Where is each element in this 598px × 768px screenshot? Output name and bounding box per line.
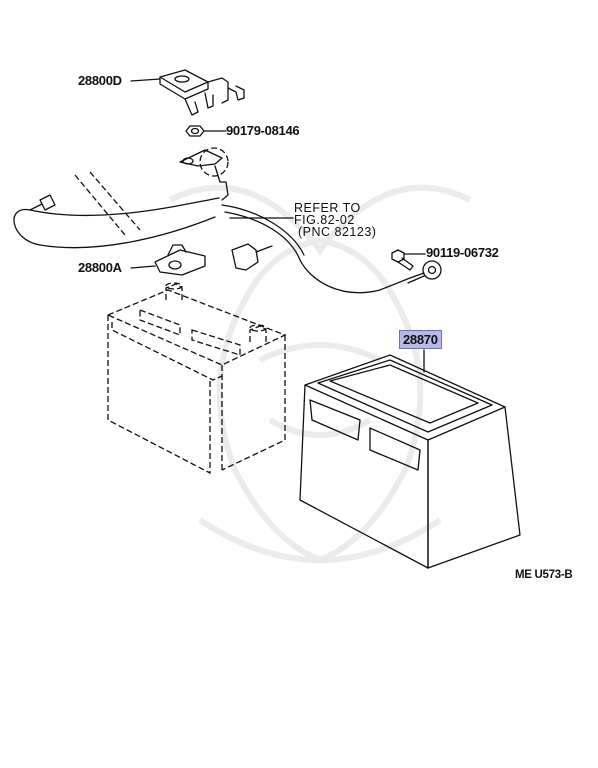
leader-terminal [130, 265, 156, 269]
label-terminal-part: 28800A [78, 260, 122, 275]
watermark-logo [168, 184, 472, 564]
label-bolt-part: 90119-06732 [426, 245, 499, 260]
leader-clamp [130, 78, 161, 82]
nut [185, 125, 205, 137]
battery-clamp [159, 69, 245, 116]
bolt [391, 249, 414, 271]
refer-line-2: FIG.82-02 [294, 213, 355, 227]
dashed-cable-path [74, 174, 126, 236]
figure-code: ME U573-B [515, 569, 573, 581]
refer-line-3: (PNC 82123) [298, 225, 377, 239]
label-tray-part[interactable]: 28870 [399, 330, 442, 349]
refer-line-1: REFER TO [294, 201, 361, 215]
battery-terminal [154, 243, 273, 276]
battery [106, 282, 287, 475]
battery-cable [13, 147, 442, 294]
label-clamp-part: 28800D [78, 73, 122, 88]
battery-tray [299, 354, 521, 569]
dashed-cable-path-2 [89, 171, 141, 231]
label-nut-part: 90179-08146 [226, 123, 300, 138]
